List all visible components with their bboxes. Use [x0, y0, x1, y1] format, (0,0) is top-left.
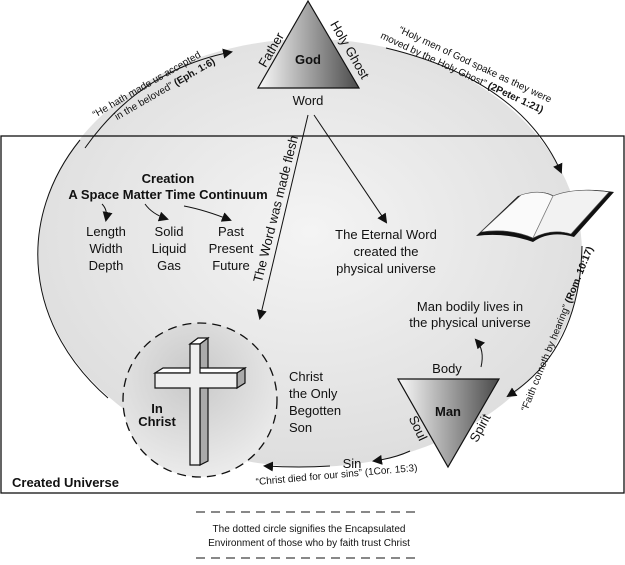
time-item: Future [212, 258, 250, 273]
time-item: Past [218, 224, 244, 239]
christ-son-line: Begotten [289, 403, 341, 418]
christ-son-line: the Only [289, 386, 338, 401]
rom-arrow [506, 245, 583, 398]
man-label: Man [435, 404, 461, 419]
open-bible-icon [476, 189, 614, 242]
eternal-word-line: physical universe [336, 261, 436, 276]
created-universe-label: Created Universe [12, 475, 119, 490]
eternal-word-arrow [313, 114, 388, 224]
word-label: Word [293, 93, 324, 108]
body-label: Body [432, 361, 462, 376]
man-triangle [396, 378, 501, 469]
time-item: Present [209, 241, 254, 256]
in-christ-line: In [151, 401, 163, 416]
man-lives-line: Man bodily lives in [417, 299, 523, 314]
creation-title: Creation [142, 171, 195, 186]
legend-line: Environment of those who by faith trust … [208, 538, 410, 549]
in-christ-line: Christ [138, 414, 176, 429]
christ-son-line: Christ [289, 369, 323, 384]
eternal-word-line: created the [353, 244, 418, 259]
space-item: Length [86, 224, 126, 239]
word-flesh-arrow [256, 114, 309, 320]
space-item: Depth [89, 258, 124, 273]
eph-arrow [84, 48, 233, 149]
god-label: God [295, 52, 321, 67]
created-universe-box [0, 135, 625, 494]
matter-item: Solid [155, 224, 184, 239]
god-triangle [256, 0, 361, 89]
space-item: Width [89, 241, 122, 256]
time-arrow [183, 205, 232, 222]
ellipse-left-outline [37, 139, 109, 399]
man-lives-line: the physical universe [409, 315, 530, 330]
sin-arrow-2 [263, 461, 331, 472]
legend-line: The dotted circle signifies the Encapsul… [213, 524, 406, 535]
body-arrow [474, 338, 486, 368]
cor-ref: (1Cor. 15:3) [364, 463, 418, 479]
cross-icon [152, 336, 248, 466]
eternal-word-line: The Eternal Word [335, 227, 437, 242]
creation-subtitle: A Space Matter Time Continuum [68, 187, 267, 202]
space-arrow [101, 203, 113, 222]
sin-arrow-1 [372, 450, 411, 465]
peter-arrow [385, 47, 563, 174]
matter-arrow [144, 203, 169, 222]
christ-son-line: Son [289, 420, 312, 435]
matter-item: Liquid [152, 241, 187, 256]
matter-item: Gas [157, 258, 181, 273]
sin-label: Sin [343, 456, 362, 471]
